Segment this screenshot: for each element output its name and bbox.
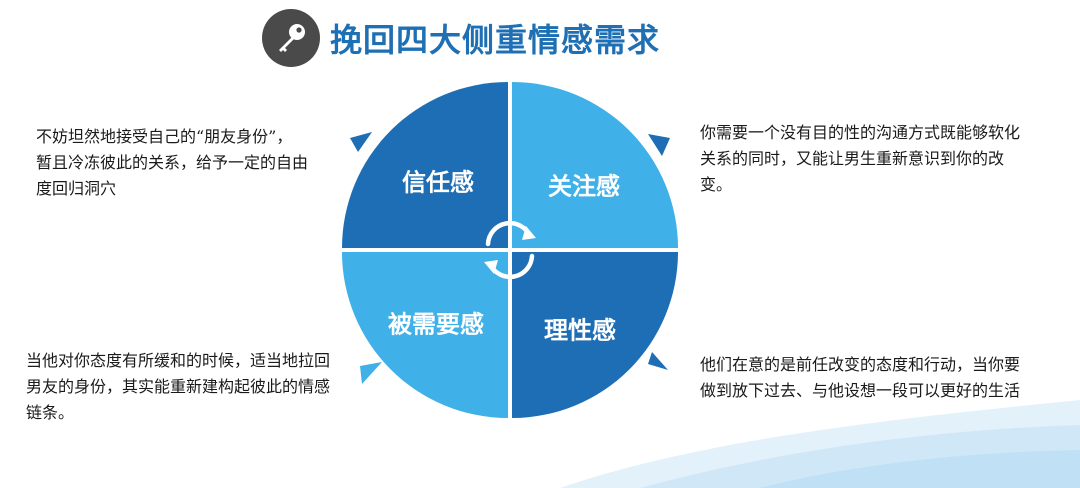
- quadrant-label-attention: 关注感: [548, 172, 620, 201]
- quadrant-bottom-right: [512, 252, 678, 418]
- corner-triangle-bottom-right: [648, 352, 668, 370]
- quadrant-circle: [342, 82, 678, 418]
- description-top-right: 你需要一个没有目的性的沟通方式既能够软化关系的同时，又能让男生重新意识到你的改变…: [700, 123, 1021, 194]
- quadrant-label-trust: 信任感: [402, 168, 474, 197]
- quadrant-top-left: [342, 82, 508, 248]
- description-bottom-left: 当他对你态度有所缓和的时候，适当地拉回男友的身份，其实能重新建构起彼此的情感链条…: [26, 351, 331, 422]
- quadrant-top-right: [512, 82, 678, 248]
- page-title: 挽回四大侧重情感需求: [330, 21, 661, 59]
- corner-triangle-bottom-left: [360, 362, 382, 384]
- corner-triangle-top-left: [350, 132, 372, 152]
- description-top-left: 不妨坦然地接受自己的“朋友身份”，暂且冷冻彼此的关系，给予一定的自由度回归洞穴: [36, 127, 309, 198]
- description-bottom-right: 他们在意的是前任改变的态度和行动，当你要做到放下过去、与他设想一段可以更好的生活: [700, 355, 1021, 400]
- quadrant-bottom-left: [342, 252, 508, 418]
- quadrant-label-being-needed: 被需要感: [388, 310, 484, 339]
- four-quadrant-diagram: 信任感 关注感 被需要感 理性感: [330, 72, 690, 452]
- corner-triangle-top-right: [648, 134, 670, 156]
- key-icon: [262, 9, 320, 67]
- title-row: 挽回四大侧重情感需求: [262, 6, 660, 70]
- quadrant-label-rationality: 理性感: [544, 316, 616, 345]
